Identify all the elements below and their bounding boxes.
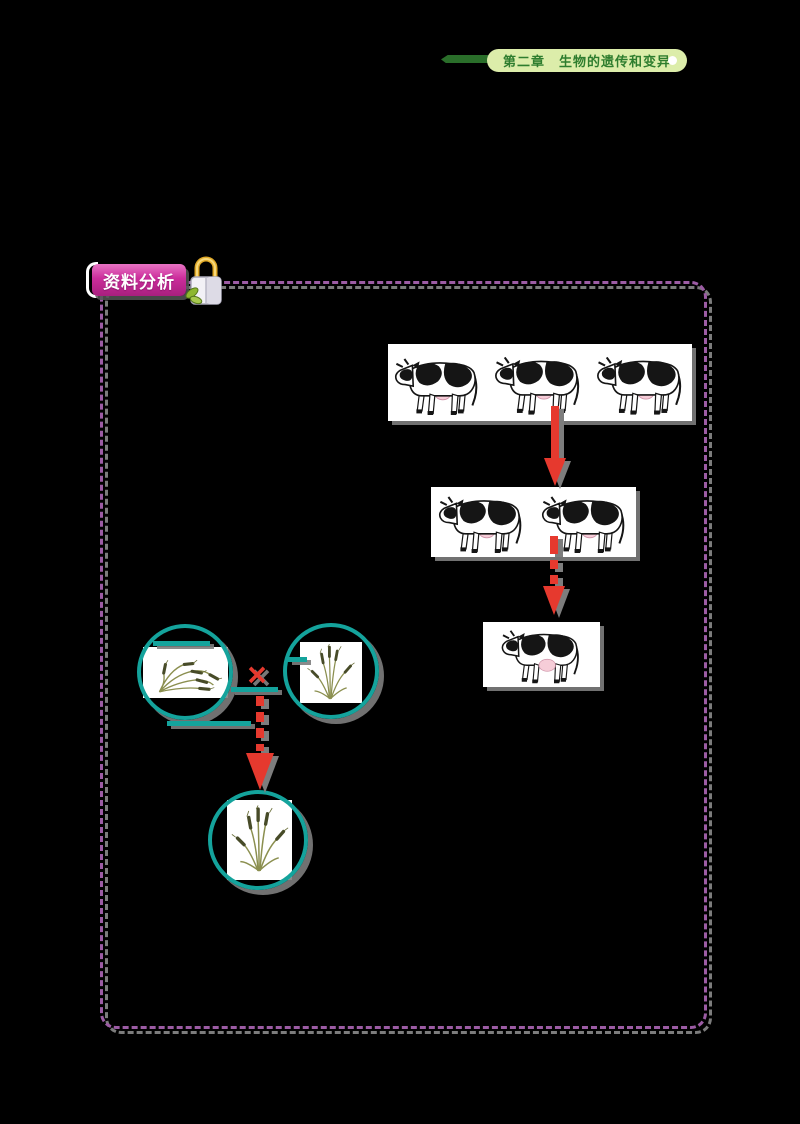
chapter-title: 第二章 生物的遗传和变异: [502, 54, 671, 69]
arrow-down-dashed: [542, 536, 572, 622]
cow-herd-picture: [388, 344, 692, 421]
data-analysis-badge: 资料分析: [84, 254, 234, 306]
badge-plate: 资料分析: [92, 264, 186, 296]
panel-shadow: [105, 286, 712, 1034]
cow-icon: [592, 351, 690, 421]
cow-icon: [487, 627, 597, 687]
badge-label: 资料分析: [103, 272, 175, 292]
cross-symbol: ×: [247, 656, 267, 693]
parent-circle-left: [137, 624, 233, 720]
chapter-header-line: [441, 55, 489, 63]
cow-icon: [434, 493, 530, 557]
analysis-panel: [100, 281, 707, 1029]
offspring-circle: [208, 790, 308, 890]
header-dot-icon: [668, 56, 677, 65]
teal-line-segment: [288, 657, 307, 662]
teal-line-segment: [153, 641, 210, 646]
cow-icon: [490, 351, 588, 421]
teal-line-segment: [167, 721, 251, 726]
cow-icon: [390, 353, 486, 421]
chapter-header-pill: 第二章 生物的遗传和变异: [487, 49, 687, 72]
selected-cows-picture: [431, 487, 636, 557]
teal-line-segment: [231, 687, 278, 692]
badge-bracket: [86, 262, 98, 298]
parent-circle-right: [283, 623, 379, 719]
padlock-icon: [182, 252, 228, 306]
high-yield-cow-picture: [483, 622, 600, 687]
arrow-down-dashed-wheat: [243, 696, 283, 796]
arrow-down-solid: [543, 406, 573, 492]
